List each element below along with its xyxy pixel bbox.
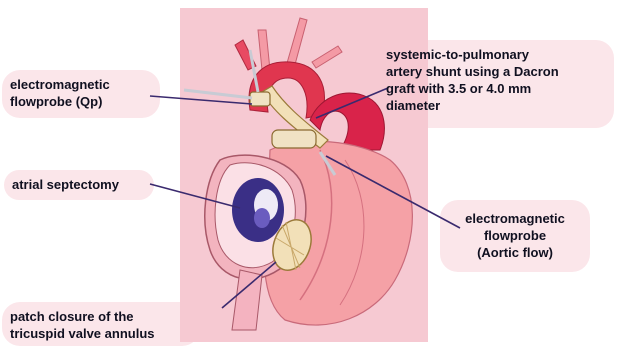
label-patch-closure: patch closure of the tricuspid valve ann… xyxy=(10,308,155,342)
label-shunt: systemic-to-pulmonary artery shunt using… xyxy=(386,46,559,114)
label-atrial-septectomy: atrial septectomy xyxy=(12,176,119,193)
label-flowprobe-aortic: electromagnetic flowprobe (Aortic flow) xyxy=(446,210,584,261)
flowprobe-aortic xyxy=(272,130,316,148)
label-flowprobe-qp: electromagnetic flowprobe (Qp) xyxy=(10,76,110,110)
flowprobe-qp xyxy=(250,92,270,106)
